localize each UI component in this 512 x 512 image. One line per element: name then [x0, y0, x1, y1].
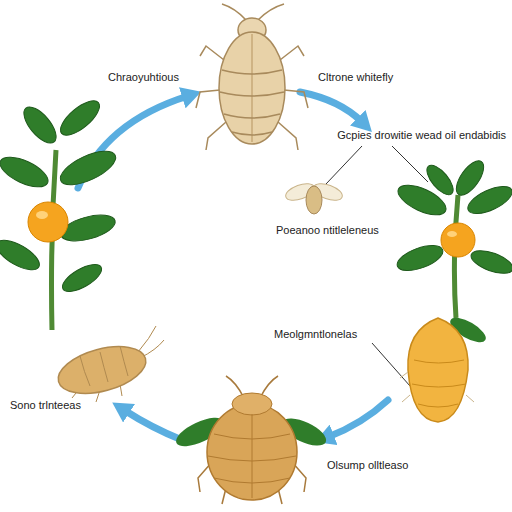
flying-whitefly	[284, 180, 345, 214]
cycle-arrows	[78, 92, 388, 440]
stage-label: Meolgmntlonelas	[274, 327, 357, 341]
nymph-left	[53, 326, 164, 402]
pupa	[400, 313, 489, 422]
stage-label: Sono trlnteeas	[10, 398, 81, 412]
adult-whitefly-top	[196, 4, 308, 150]
stage-label: Poeanoo ntitleleneus	[276, 223, 379, 237]
stage-label: Cltrone whitefly	[318, 70, 393, 84]
citrus-plant-left	[0, 95, 120, 330]
stage-label: Olsump olltleaso	[327, 458, 408, 472]
nymph-bottom	[172, 376, 330, 504]
stage-label: Chraoyuhtious	[108, 70, 179, 84]
stage-label: Gcpies drowitie wead oil endabidis	[337, 128, 506, 142]
citrus-plant-right	[394, 156, 512, 318]
